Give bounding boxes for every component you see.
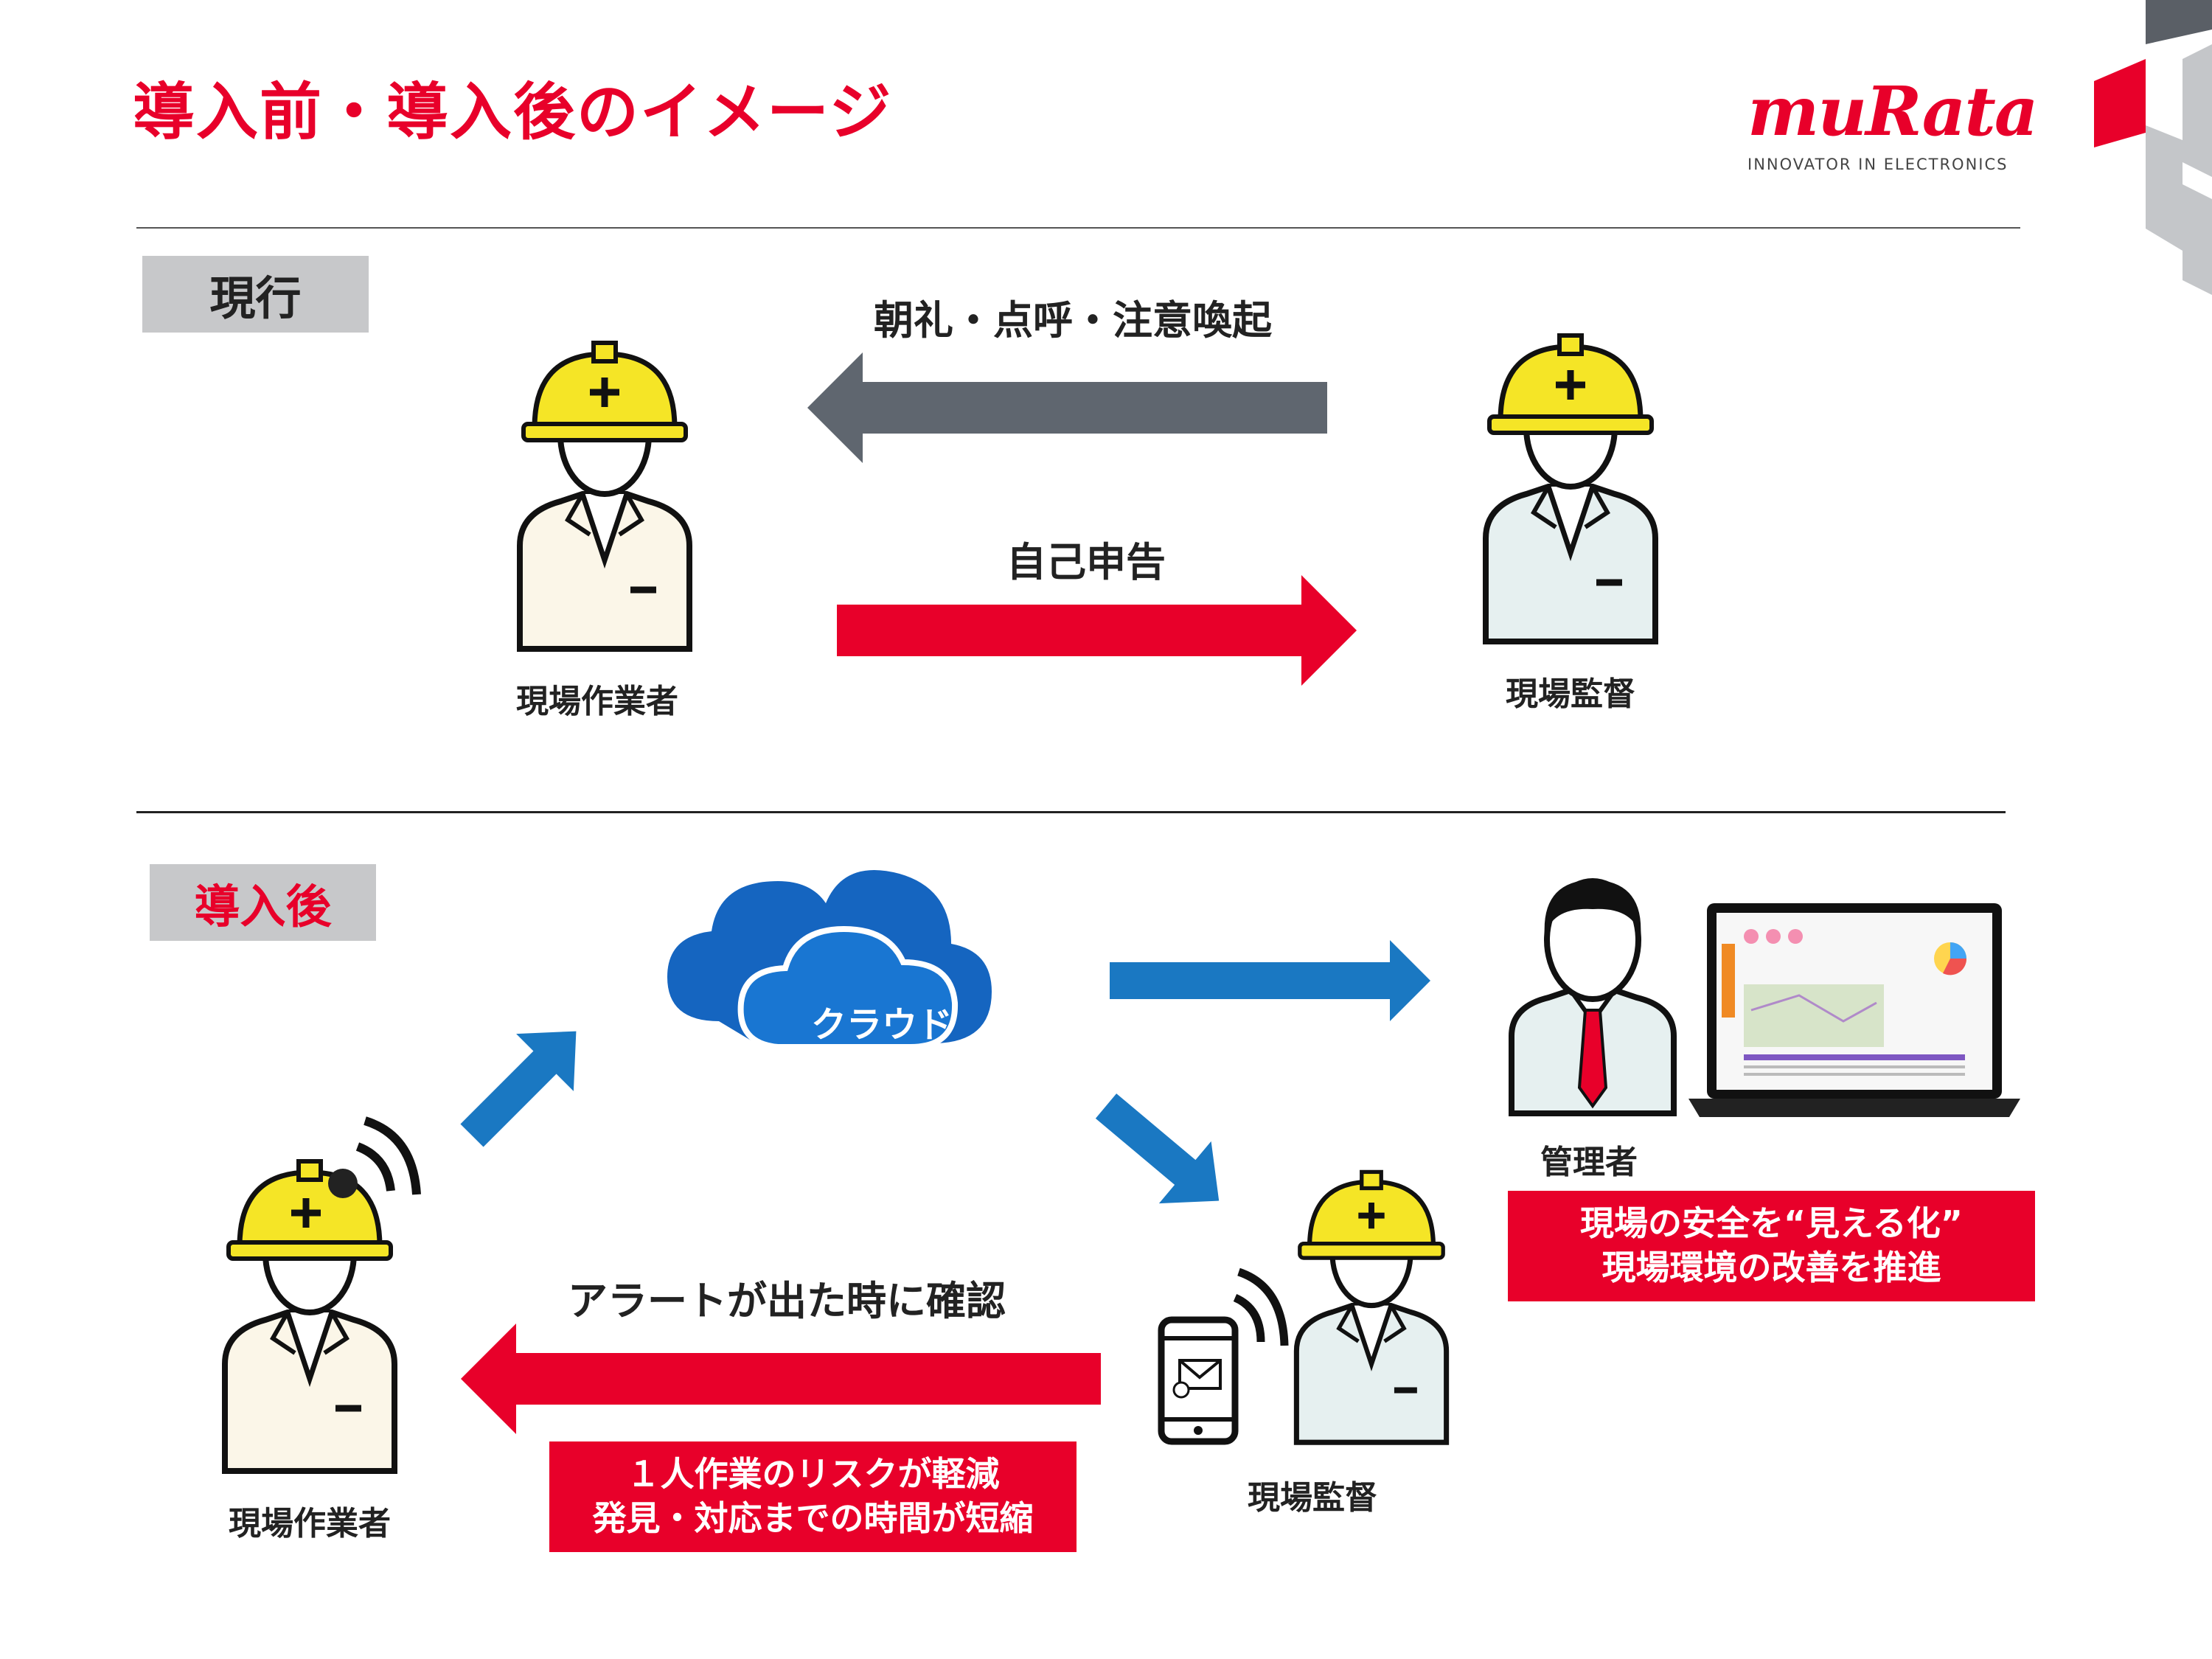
blue-arrow-right	[1110, 940, 1430, 1021]
murata-logo: muRata INNOVATOR IN ELECTRONICS	[1747, 72, 2039, 173]
divider-top	[136, 227, 2020, 229]
manager-benefit-line2: 現場環境の改善を推進	[1601, 1248, 1941, 1287]
supervisor-icon-after	[1293, 1169, 1450, 1445]
logo-brand: muRata	[1747, 72, 2039, 151]
worker-benefit-line1: １人作業のリスクが軽減	[626, 1454, 1000, 1495]
blue-arrow-down-right	[1095, 1093, 1220, 1204]
cloud-icon	[667, 870, 992, 1050]
worker-label-current: 現場作業者	[516, 683, 678, 720]
alert-label: アラートが出た時に確認	[568, 1278, 1006, 1324]
arrow-label-morning-meeting: 朝礼・点呼・注意喚起	[874, 297, 1272, 344]
worker-label-after: 現場作業者	[229, 1505, 391, 1543]
red-arrow-right	[837, 575, 1357, 686]
worker-benefit-box: １人作業のリスクが軽減 発見・対応までの時間が短縮	[549, 1441, 1077, 1552]
logo-tagline: INNOVATOR IN ELECTRONICS	[1747, 156, 2008, 173]
blue-arrow-up-right	[460, 1031, 577, 1147]
smartphone-icon	[1158, 1267, 1289, 1445]
supervisor-label-current: 現場監督	[1506, 675, 1635, 713]
laptop-icon	[1688, 903, 2020, 1117]
divider-middle	[136, 811, 2006, 813]
manager-icon	[1509, 878, 1677, 1116]
gray-arrow-left	[807, 352, 1327, 463]
manager-label: 管理者	[1540, 1144, 1638, 1181]
supervisor-icon	[1483, 333, 1658, 644]
supervisor-label-after: 現場監督	[1248, 1479, 1377, 1517]
worker-benefit-line2: 発見・対応までの時間が短縮	[592, 1498, 1034, 1538]
worker-icon	[517, 341, 692, 652]
after-tag: 導入後	[150, 864, 376, 941]
manager-benefit-line1: 現場の安全を“見える化”	[1579, 1203, 1964, 1244]
red-arrow-left	[461, 1324, 1101, 1434]
worker-icon-wearable	[222, 1116, 421, 1474]
manager-benefit-box: 現場の安全を“見える化” 現場環境の改善を推進	[1508, 1191, 2035, 1301]
corner-decoration	[2094, 0, 2212, 295]
arrow-label-self-report: 自己申告	[1006, 539, 1166, 585]
current-tag: 現行	[142, 256, 369, 333]
page-title: 導入前・導入後のイメージ	[133, 76, 893, 148]
cloud-label: クラウド	[811, 1004, 953, 1046]
